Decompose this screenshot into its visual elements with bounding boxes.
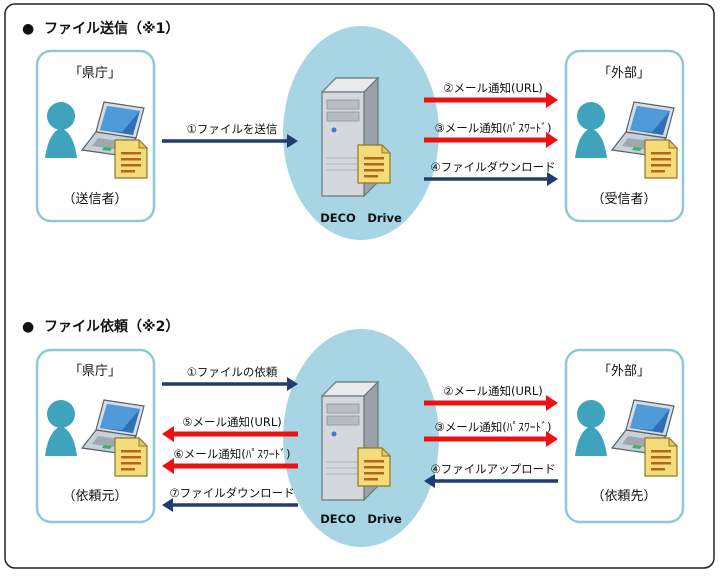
section-file-request: ● ファイル依頼（※2） 「県庁」 （依頼元） 「外部」 （依頼先） DECO … xyxy=(22,318,685,547)
document-icon xyxy=(357,144,391,184)
flow-arrow-head xyxy=(162,498,173,512)
server-label: DECO Drive xyxy=(320,211,402,225)
flow-arrow-head xyxy=(287,134,298,148)
flow-arrow-head xyxy=(546,431,558,447)
left-arrow-group: ①ファイルを送信 xyxy=(162,122,298,148)
flow-arrow-label: ⑦ファイルダウンロード xyxy=(169,486,294,500)
server-label: DECO Drive xyxy=(320,512,402,526)
sender-label: （送信者） xyxy=(62,192,127,207)
outer-frame xyxy=(4,3,715,569)
document-icon xyxy=(644,437,678,477)
document-icon xyxy=(114,139,148,179)
flow-arrow-label: ⑥メール通知(ﾊﾟｽﾜｰﾄﾞ) xyxy=(173,447,290,461)
flow-arrow-label: ③メール通知(ﾊﾟｽﾜｰﾄﾞ) xyxy=(434,420,551,434)
prefecture-box-label: 「県庁」 xyxy=(69,66,121,81)
requester-label: （依頼元） xyxy=(62,489,127,504)
section-title: ファイル依頼（※2） xyxy=(44,318,179,335)
right-arrow-group: ②メール通知(URL) ③メール通知(ﾊﾟｽﾜｰﾄﾞ) ④ファイルアップロード xyxy=(424,384,558,488)
flow-arrow-head xyxy=(287,377,298,391)
flow-arrow-label: ①ファイルの依頼 xyxy=(187,365,278,379)
flow-arrow-label: ①ファイルを送信 xyxy=(187,122,278,136)
flow-arrow-label: ④ファイルダウンロード xyxy=(430,160,555,174)
flow-arrow-head xyxy=(546,132,558,148)
flow-arrow-label: ③メール通知(ﾊﾟｽﾜｰﾄﾞ) xyxy=(434,121,551,135)
section-title: ファイル送信（※1） xyxy=(44,20,179,37)
right-arrow-group: ②メール通知(URL) ③メール通知(ﾊﾟｽﾜｰﾄﾞ) ④ファイルダウンロード xyxy=(424,81,558,186)
flow-arrow-label: ②メール通知(URL) xyxy=(443,81,543,95)
flow-arrow-head xyxy=(546,395,558,411)
flow-arrow-head xyxy=(424,474,435,488)
document-icon xyxy=(644,139,678,179)
flow-arrow-head xyxy=(547,172,558,186)
flow-arrow-label: ②メール通知(URL) xyxy=(443,384,543,398)
flow-arrow-head xyxy=(162,426,174,442)
flow-arrow-head xyxy=(162,458,174,474)
document-icon xyxy=(357,447,391,487)
section-bullet: ● xyxy=(22,319,34,335)
external-box-label: 「外部」 xyxy=(598,66,650,81)
flow-arrow-head xyxy=(546,92,558,108)
flow-arrow-label: ④ファイルアップロード xyxy=(430,462,555,476)
section-file-send: ● ファイル送信（※1） 「県庁」 （送信者） 「外部」 （受信者） DECO … xyxy=(22,20,685,240)
flow-arrow-label: ⑤メール通知(URL) xyxy=(182,415,282,429)
receiver-label: （受信者） xyxy=(591,192,656,207)
prefecture-box-label: 「県庁」 xyxy=(69,364,121,379)
section-bullet: ● xyxy=(22,21,34,37)
left-arrow-group: ①ファイルの依頼 ⑤メール通知(URL) ⑥メール通知(ﾊﾟｽﾜｰﾄﾞ) ⑦ファイルダ… xyxy=(162,365,298,512)
external-box-label: 「外部」 xyxy=(598,364,650,379)
document-icon xyxy=(114,437,148,477)
requestee-label: （依頼先） xyxy=(591,489,656,504)
